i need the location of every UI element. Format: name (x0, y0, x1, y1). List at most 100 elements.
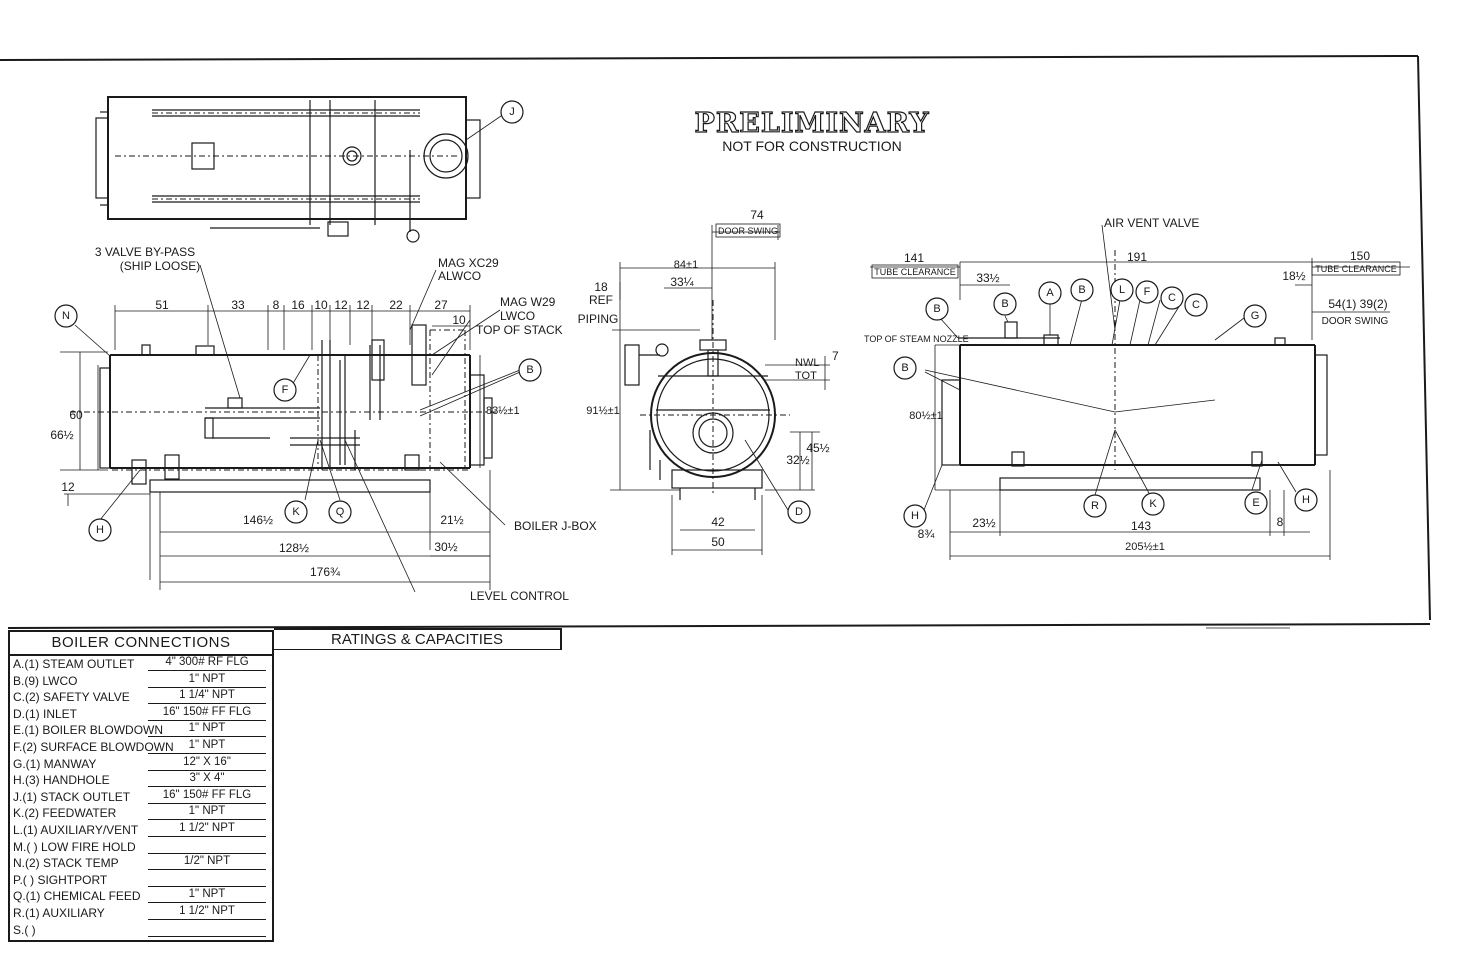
svg-text:74: 74 (750, 208, 764, 222)
connection-row: M.( ) LOW FIRE HOLD (10, 839, 272, 856)
connection-value: 1" NPT (148, 739, 266, 754)
connection-value: 12" X 16" (148, 756, 266, 771)
svg-text:AIR VENT VALVE: AIR VENT VALVE (1104, 216, 1199, 230)
connection-value: 1" NPT (148, 805, 266, 821)
connection-row: B.(9) LWCO 1" NPT (10, 673, 272, 690)
connection-label: B.(9) LWCO (13, 673, 78, 688)
callout-l: L (1110, 278, 1134, 302)
connection-row: S.( ) (10, 922, 272, 939)
connection-label: K.(2) FEEDWATER (13, 806, 117, 821)
svg-text:27: 27 (434, 298, 448, 312)
ratings-capacities-title: RATINGS & CAPACITIES (274, 628, 562, 650)
svg-text:H: H (1302, 494, 1310, 506)
svg-text:B: B (933, 303, 940, 315)
svg-text:32½: 32½ (786, 453, 809, 467)
svg-text:C: C (1192, 299, 1200, 311)
connection-value (148, 872, 266, 887)
side-elevation (60, 264, 521, 593)
connection-row: K.(2) FEEDWATER 1" NPT (10, 805, 272, 822)
connection-value: 1" NPT (148, 888, 266, 904)
svg-text:MAG XC29: MAG XC29 (438, 256, 499, 270)
svg-text:66½: 66½ (50, 428, 73, 442)
svg-text:91½±1: 91½±1 (586, 405, 620, 417)
svg-text:128½: 128½ (279, 541, 309, 555)
callout-c-2: C (1184, 293, 1208, 317)
connection-label: G.(1) MANWAY (13, 756, 97, 771)
svg-text:TOP OF STEAM NOZZLE: TOP OF STEAM NOZZLE (864, 334, 969, 344)
callout-k-rear: K (1141, 492, 1165, 516)
svg-text:23½: 23½ (972, 516, 995, 530)
svg-text:A: A (1046, 287, 1054, 299)
svg-text:146½: 146½ (243, 513, 273, 527)
svg-text:TOT: TOT (795, 370, 817, 382)
connection-label: F.(2) SURFACE BLOWDOWN (13, 739, 174, 754)
svg-text:TUBE CLEARANCE: TUBE CLEARANCE (874, 267, 956, 277)
svg-text:21½: 21½ (440, 513, 463, 527)
callout-j-plan: J (500, 100, 524, 124)
svg-text:80½±1: 80½±1 (909, 410, 943, 422)
callout-g: G (1243, 304, 1267, 328)
connection-label: S.( ) (13, 922, 36, 937)
svg-text:TUBE CLEARANCE: TUBE CLEARANCE (1315, 264, 1397, 274)
svg-text:B: B (1078, 284, 1085, 296)
connection-label: D.(1) INLET (13, 706, 78, 721)
svg-text:B: B (526, 364, 533, 376)
svg-text:MAG W29: MAG W29 (500, 295, 556, 309)
connection-row: D.(1) INLET 16" 150# FF FLG (10, 706, 272, 723)
svg-text:ALWCO: ALWCO (438, 269, 481, 283)
svg-text:DOOR SWING: DOOR SWING (1322, 316, 1389, 327)
sheet-border (0, 55, 1431, 629)
svg-text:C: C (1168, 292, 1176, 304)
connection-row: P.( ) SIGHTPORT (10, 872, 272, 889)
svg-text:205½±1: 205½±1 (1125, 541, 1165, 553)
svg-text:83½±1: 83½±1 (486, 405, 520, 417)
svg-text:7: 7 (832, 349, 839, 363)
connection-label: H.(3) HANDHOLE (13, 773, 110, 788)
connection-value: 1/2" NPT (148, 855, 266, 871)
svg-text:H: H (911, 510, 919, 522)
connection-value: 16" 150# FF FLG (148, 706, 266, 721)
connection-label: Q.(1) CHEMICAL FEED (13, 889, 141, 904)
svg-text:18: 18 (594, 280, 608, 294)
callout-e: E (1244, 491, 1268, 515)
callout-f-side: F (273, 378, 297, 402)
svg-text:LWCO: LWCO (500, 309, 535, 323)
connection-row: G.(1) MANWAY 12" X 16" (10, 756, 272, 773)
callout-h-rear-1: H (903, 504, 927, 528)
connection-label: J.(1) STACK OUTLET (13, 789, 131, 804)
svg-text:45½: 45½ (806, 441, 829, 455)
svg-text:PIPING: PIPING (578, 312, 619, 326)
svg-text:12: 12 (334, 298, 348, 312)
svg-text:L: L (1119, 284, 1125, 296)
drawing-subtitle: NOT FOR CONSTRUCTION (722, 138, 901, 154)
connection-value: 1" NPT (148, 673, 266, 688)
svg-text:50: 50 (711, 535, 725, 549)
connections-title: BOILER CONNECTIONS (10, 632, 272, 656)
svg-text:Q: Q (336, 506, 345, 518)
connection-label: L.(1) AUXILIARY/VENT (13, 822, 139, 837)
callout-d: D (787, 500, 811, 524)
svg-text:NWL: NWL (795, 357, 819, 369)
svg-text:54(1) 39(2): 54(1) 39(2) (1328, 297, 1387, 311)
svg-text:16: 16 (291, 298, 305, 312)
front-view-labels: 74 DOOR SWING 84±1 33¼ 18 REF PIPING 91½… (578, 208, 839, 549)
svg-text:60: 60 (69, 408, 83, 422)
svg-text:84±1: 84±1 (674, 259, 698, 271)
svg-text:N: N (62, 310, 70, 322)
svg-text:176¾: 176¾ (310, 565, 341, 579)
drawing-title: PRELIMINARY (695, 108, 930, 139)
callout-c-1: C (1160, 286, 1184, 310)
svg-text:30½: 30½ (434, 540, 457, 554)
svg-text:K: K (1149, 498, 1157, 510)
svg-text:G: G (1251, 310, 1260, 322)
connection-label: R.(1) AUXILIARY (13, 905, 105, 920)
svg-text:42: 42 (711, 515, 725, 529)
callout-h-side: H (88, 518, 112, 542)
svg-text:141: 141 (904, 251, 924, 265)
svg-text:12: 12 (61, 480, 75, 494)
connection-value: 1 1/4" NPT (148, 689, 266, 705)
svg-text:E: E (1252, 497, 1259, 509)
